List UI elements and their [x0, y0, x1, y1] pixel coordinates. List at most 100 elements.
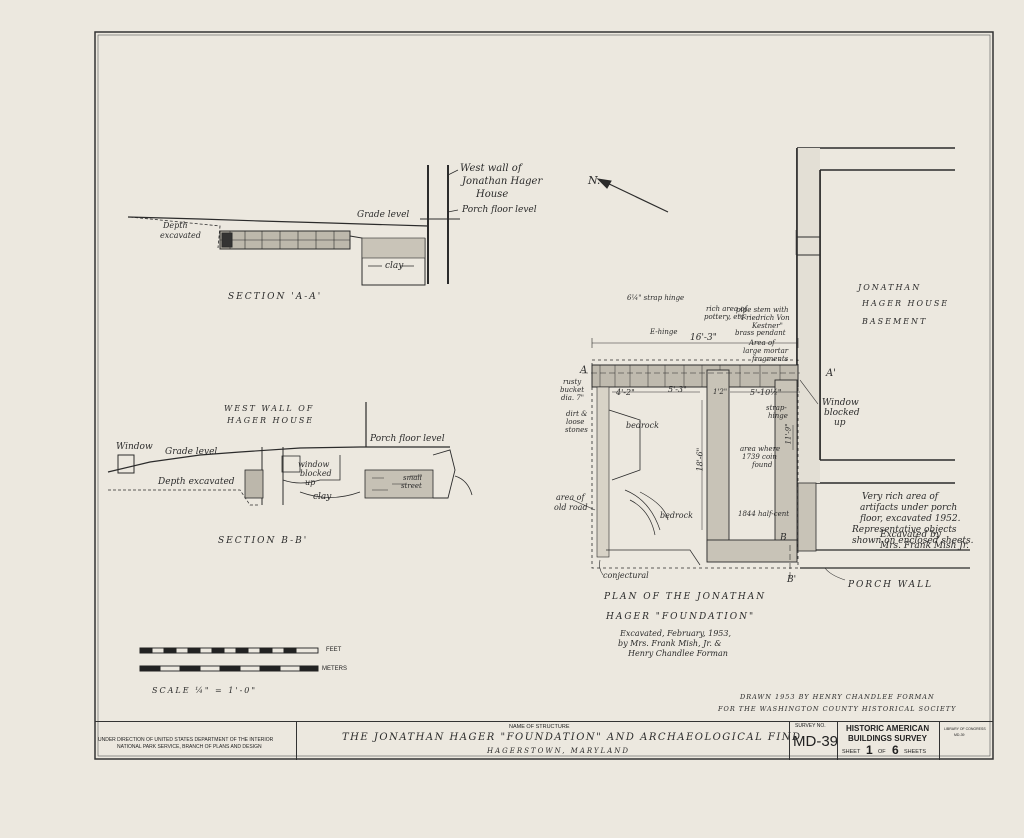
plan-sub-2: by Mrs. Frank Mish, Jr. &	[618, 639, 722, 648]
plan-rich-area2-label: pottery, etc.	[704, 313, 747, 321]
plan-window2-label: blocked	[824, 408, 860, 418]
plan-section-a: A	[580, 365, 588, 376]
plan-title-2: HAGER "FOUNDATION"	[606, 612, 756, 622]
plan-dim-top: 16'-3"	[690, 333, 717, 343]
direction-line-2: NATIONAL PARK SERVICE, BRANCH OF PLANS A…	[117, 744, 262, 750]
survey-no-label: SURVEY NO.	[795, 723, 826, 729]
plan-sub-3: Henry Chandlee Forman	[628, 649, 728, 658]
plan-dim-11-9: 11'-9"	[784, 423, 793, 445]
plan-dirt-label: dirt &	[566, 410, 588, 418]
survey-cell: SURVEY NO. MD-39	[789, 722, 838, 760]
basement-label-3: BASEMENT	[862, 317, 928, 326]
section-bb-clay-label: clay	[313, 492, 332, 502]
section-bb-window-blocked3-label: up	[305, 478, 316, 487]
rich-note-5: shown on enclosed sheets.	[852, 536, 974, 546]
section-bb-window-blocked2-label: blocked	[300, 469, 332, 478]
structure-cell: NAME OF STRUCTURE THE JONATHAN HAGER "FO…	[296, 722, 800, 760]
section-aa-depth-label: Depth	[163, 221, 188, 230]
section-bb-west-wall-label: WEST WALL OF	[224, 404, 315, 413]
plan-mortar2-label: large mortar	[743, 347, 789, 355]
plan-bedrock2-label: bedrock	[660, 511, 693, 520]
plan-coin-label: area where	[740, 445, 781, 453]
rich-note-6: Excavated by	[880, 530, 941, 540]
plan-hinge-label: 6¼" strap hinge	[627, 294, 685, 302]
section-bb-depth-label: Depth excavated	[158, 477, 235, 487]
library-cell: LIBRARY OF CONGRESS MD-39	[939, 722, 994, 760]
section-bb-drawing	[107, 402, 473, 506]
plan-mortar3-label: fragments	[752, 355, 789, 363]
plan-conjectural-label: conjectural	[603, 571, 649, 580]
sheets-label: SHEETS	[904, 749, 927, 755]
plan-dim-4-2: 4'-2"	[616, 388, 635, 397]
plan-porch-wall-label: PORCH WALL	[848, 580, 934, 590]
plan-window-label: Window	[822, 398, 859, 408]
section-bb-grade-label: Grade level	[165, 447, 218, 457]
plan-old-road-label: area of	[556, 493, 585, 502]
section-aa-house2-label: House	[476, 189, 509, 200]
rich-note-3: floor, excavated 1952.	[860, 514, 961, 524]
habs-line-2: BUILDINGS SURVEY	[848, 734, 927, 743]
north-arrow	[596, 178, 669, 213]
section-aa-house-label: Jonathan Hager	[462, 176, 543, 187]
drawn-by-line-1: DRAWN 1953 BY HENRY CHANDLEE FORMAN	[740, 693, 935, 701]
scale-bar	[139, 647, 319, 672]
section-bb-street-label: street	[401, 482, 422, 490]
section-aa-west-wall-label: West wall of	[460, 163, 522, 174]
sheet-total: 6	[892, 743, 899, 757]
plan-pipe-stem-label: pipe stem with	[736, 306, 789, 314]
plan-dim-18-6: 18'-6"	[695, 447, 705, 472]
plan-section-a2: A'	[826, 368, 836, 379]
section-aa-porch-label: Porch floor level	[462, 205, 537, 215]
section-bb-title: SECTION B-B'	[218, 536, 309, 546]
plan-dirt3-label: stones	[565, 426, 588, 434]
habs-cell: HISTORIC AMERICAN BUILDINGS SURVEY SHEET…	[837, 722, 940, 760]
plan-mortar-label: Area of	[749, 339, 775, 347]
section-bb-house-label: HAGER HOUSE	[227, 416, 315, 425]
plan-dim-5-10: 5'-10½"	[750, 388, 782, 397]
structure-name-label: NAME OF STRUCTURE	[509, 724, 570, 730]
plan-rusty-label: rusty	[563, 378, 582, 386]
rich-note-7: Mrs. Frank Mish Jr.	[880, 541, 970, 551]
structure-name: THE JONATHAN HAGER "FOUNDATION" AND ARCH…	[342, 732, 802, 743]
section-aa-clay-label: clay	[385, 261, 404, 271]
sheet-of: OF	[878, 749, 886, 755]
plan-section-b: B	[780, 533, 787, 543]
section-bb-porch-label: Porch floor level	[370, 434, 445, 444]
plan-bedrock-label: bedrock	[626, 421, 659, 430]
plan-e-hinge-label: E-hinge	[650, 328, 678, 336]
sheet-border	[94, 31, 994, 760]
plan-drawing	[572, 147, 970, 581]
sheet-label: SHEET	[842, 749, 861, 755]
north-label: N.	[588, 174, 601, 187]
section-aa-depth2-label: excavated	[160, 231, 201, 240]
section-aa-grade-label: Grade level	[357, 210, 410, 220]
scale-meters-label: METERS	[322, 666, 348, 672]
plan-rusty2-label: bucket	[560, 386, 585, 394]
section-bb-window-label: Window	[116, 442, 153, 452]
plan-strap-label: strap-	[766, 404, 787, 412]
title-block: UNDER DIRECTION OF UNITED STATES DEPARTM…	[95, 721, 993, 760]
plan-pipe-stem3-label: Kestner"	[752, 322, 783, 330]
section-bb-small-label: small	[403, 474, 422, 482]
plan-dim-5-3: 5'-3"	[668, 385, 687, 394]
plan-window3-label: up	[834, 418, 846, 428]
scale-feet-label: FEET	[326, 647, 342, 653]
plan-strap2-label: hinge	[768, 412, 788, 420]
drawn-by-line-2: FOR THE WASHINGTON COUNTY HISTORICAL SOC…	[718, 705, 957, 713]
basement-label-1: JONATHAN	[858, 283, 922, 292]
sheet-number: 1	[866, 743, 873, 757]
plan-dim-1-2: 1'2"	[713, 388, 728, 396]
plan-rich-area-label: rich area of	[706, 305, 748, 313]
plan-coin2-label: 1739 coin	[742, 453, 777, 461]
library-line-1: LIBRARY OF CONGRESS	[944, 727, 986, 731]
basement-label-2: HAGER HOUSE	[862, 299, 950, 308]
survey-no: MD-39	[793, 733, 839, 750]
section-bb-window-blocked-label: window	[298, 460, 330, 469]
plan-title-1: PLAN OF THE JONATHAN	[604, 592, 767, 602]
plan-dirt2-label: loose	[566, 418, 585, 426]
direction-line-1: UNDER DIRECTION OF UNITED STATES DEPARTM…	[98, 737, 274, 743]
habs-line-1: HISTORIC AMERICAN	[846, 724, 930, 733]
rich-note-2: artifacts under porch	[860, 503, 958, 513]
plan-brass-label: brass pendant	[735, 329, 786, 337]
